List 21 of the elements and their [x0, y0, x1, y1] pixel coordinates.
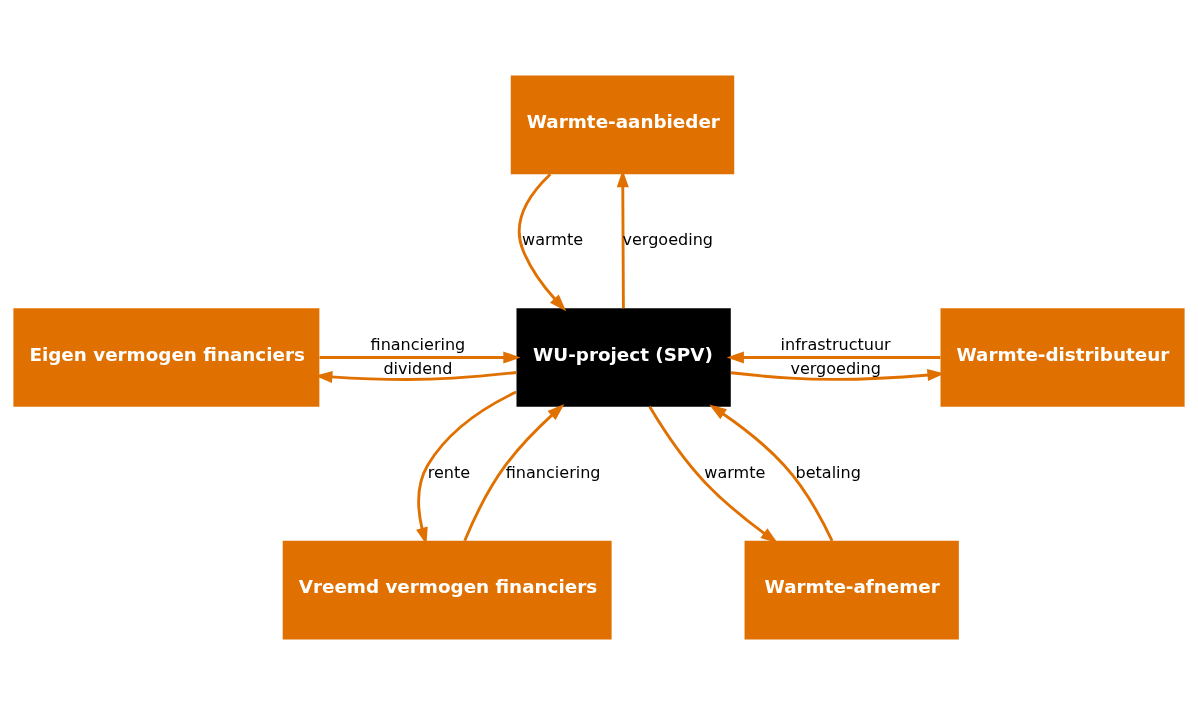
node-box: Warmte-distributeur [940, 307, 1185, 407]
arrow [319, 350, 521, 364]
edge-label: betaling [795, 462, 861, 482]
edge-label: financiering [505, 462, 601, 482]
arrow [648, 405, 778, 543]
edge-label: warmte [704, 462, 766, 482]
node-box: Warmte-aanbieder [510, 75, 735, 174]
edge-label: warmte [522, 229, 584, 249]
edge-label: vergoeding [790, 358, 881, 378]
edge-label: financiering [370, 334, 466, 354]
node-box: Vreemd vermogen financiers [282, 540, 612, 639]
node-box: Eigen vermogen financiers [13, 307, 320, 407]
edge-label: rente [427, 462, 471, 482]
arrow [517, 172, 567, 311]
arrow [709, 404, 834, 541]
arrow [463, 403, 565, 541]
arrow [726, 350, 941, 364]
node-box: WU-project (SPV) [516, 307, 731, 407]
edge-label: dividend [383, 358, 453, 378]
edge-label: infrastructuur [780, 334, 891, 354]
node-box: Warmte-afnemer [744, 540, 959, 639]
